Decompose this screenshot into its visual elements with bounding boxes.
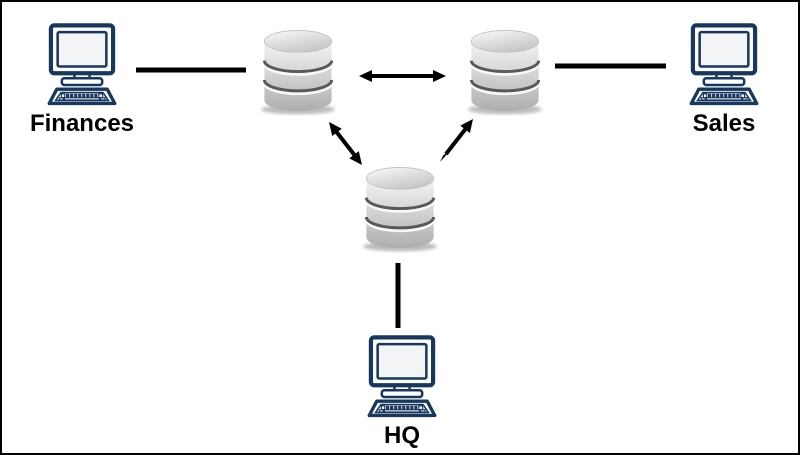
- node-label-hq: HQ: [384, 422, 420, 449]
- database-icon: [468, 29, 542, 115]
- arrow-db-right-db-center: [440, 119, 473, 162]
- arrow-db-left-db-right: [359, 70, 446, 82]
- node-sales: Sales: [667, 20, 781, 138]
- node-finances: Finances: [25, 20, 139, 138]
- node-label-sales: Sales: [692, 110, 756, 137]
- computer-icon: [47, 23, 117, 106]
- arrow-db-left-db-center: [329, 122, 362, 165]
- node-hq: HQ: [345, 332, 459, 450]
- node-label-finances: Finances: [29, 110, 135, 137]
- computer-icon: [367, 335, 437, 418]
- computer-icon: [689, 23, 759, 106]
- database-icon: [261, 29, 335, 115]
- database-icon: [363, 167, 437, 252]
